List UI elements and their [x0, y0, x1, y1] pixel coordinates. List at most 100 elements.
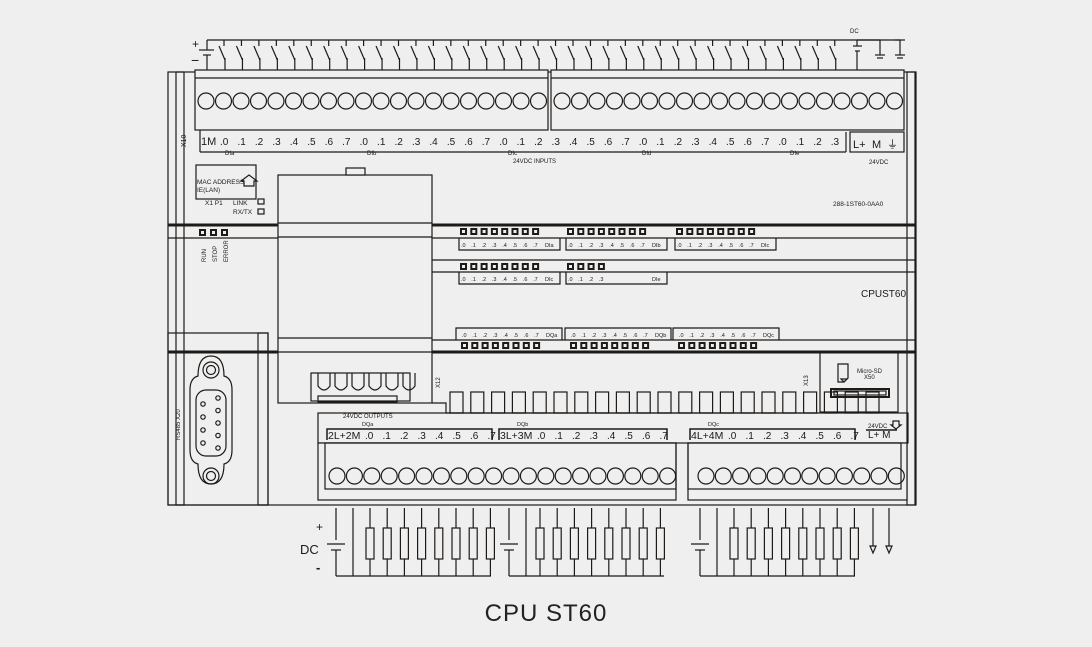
output-led	[708, 342, 716, 349]
output-led	[580, 342, 588, 349]
x12-label: X12	[436, 377, 442, 388]
output-led-label: .3	[493, 333, 498, 339]
input-channel-label: .6	[464, 137, 473, 148]
output-channel-label: .7	[488, 431, 497, 442]
terminal-screw	[354, 92, 373, 110]
terminal-screw	[372, 92, 390, 110]
switch-contact	[654, 45, 662, 61]
power-caption: 24VDC	[869, 160, 889, 166]
input-led-label: .1	[578, 243, 583, 249]
terminal-screw	[833, 92, 851, 110]
input-led-label: .5	[729, 243, 734, 249]
input-led-label: .0	[461, 243, 466, 249]
input-led-label: .7	[749, 243, 754, 249]
terminal-screw	[783, 467, 802, 485]
input-channel-label: .1	[377, 137, 386, 148]
input-led	[521, 228, 529, 235]
input-led	[460, 228, 467, 235]
terminal-screw	[537, 467, 555, 485]
input-led-label: .7	[533, 277, 538, 283]
output-led	[750, 342, 758, 349]
output-led	[611, 342, 619, 349]
output-group-label: DQa	[362, 422, 374, 428]
output-led-label: .4	[503, 333, 508, 339]
input-led-label: .2	[482, 243, 487, 249]
link-led	[257, 198, 265, 205]
input-led-label: .0	[677, 243, 682, 249]
terminal-screw	[780, 92, 799, 110]
load-resistor-icon	[535, 527, 545, 560]
db9-pin	[215, 420, 221, 426]
terminal-tooth	[491, 391, 506, 414]
input-led-label: .5	[513, 243, 518, 249]
output-led	[481, 342, 489, 349]
lan-label: IE(LAN)	[197, 187, 220, 194]
input-led-label: .6	[739, 243, 744, 249]
input-led	[501, 263, 509, 270]
switch-contact	[724, 45, 732, 61]
output-terminal-blocks: 2L+2M.0.1.2.3.4.5.6.7DQb3L+3M.0.1.2.3.4.…	[317, 422, 908, 501]
switch-contact	[584, 45, 593, 61]
input-led	[577, 228, 585, 235]
output-led	[631, 342, 639, 349]
output-led-label: .1	[689, 333, 694, 339]
terminal-screw	[337, 92, 355, 110]
input-led-label: .6	[630, 243, 635, 249]
input-led-label: .5	[620, 243, 625, 249]
terminal-screw	[658, 467, 677, 485]
input-led-label: .7	[640, 243, 645, 249]
output-channel-label: .5	[625, 431, 634, 442]
load-resistor-icon	[451, 527, 461, 560]
terminal-screw	[398, 467, 416, 485]
dc-plus: +	[316, 520, 323, 534]
input-led-label: .6	[523, 277, 528, 283]
supply-minus: −	[191, 52, 199, 68]
input-led	[490, 263, 498, 270]
output-led	[533, 342, 541, 349]
input-channel-label: .5	[726, 137, 735, 148]
teeth-baseline	[432, 402, 818, 414]
terminal-screw	[853, 467, 871, 485]
terminal-screw	[494, 92, 513, 110]
terminal-screw	[749, 467, 767, 485]
output-terminal-inner	[687, 442, 902, 490]
output-channel-label: .4	[798, 431, 807, 442]
terminal-screw	[363, 467, 381, 485]
terminal-screw	[328, 467, 346, 485]
db9-pin	[200, 440, 206, 446]
input-channel-label: .1	[517, 137, 526, 148]
output-led	[600, 342, 608, 349]
dc-minus: -	[316, 560, 320, 575]
terminal-screw	[519, 467, 538, 485]
terminal-tooth	[532, 391, 547, 414]
output-led	[621, 342, 629, 349]
output-led-label: .7	[643, 333, 648, 339]
terminal-screw	[319, 92, 338, 110]
led-label-bracket	[565, 272, 668, 285]
cover-vents	[310, 372, 411, 402]
terminal-screw	[868, 92, 886, 110]
output-channel-label: .3	[418, 431, 427, 442]
output-common-label: 2L+2M	[328, 430, 360, 442]
switch-contact	[707, 45, 715, 61]
led-label-bracket	[455, 327, 563, 340]
output-led-label: .1	[472, 333, 477, 339]
input-channel-label: .3	[831, 137, 840, 148]
switch-contact	[305, 45, 313, 61]
terminal-screw	[697, 467, 715, 485]
terminal-screw	[380, 467, 398, 485]
x13-label: X13	[804, 375, 810, 386]
status-led	[210, 229, 217, 236]
input-led	[628, 228, 636, 235]
power-m: M	[872, 139, 881, 151]
db9-pin	[200, 427, 206, 433]
rxtx-label: RX/TX	[233, 209, 253, 216]
load-resistor-icon	[365, 527, 375, 560]
output-led-label: .2	[700, 333, 705, 339]
arrow-down-icon	[889, 420, 903, 430]
load-resistor-icon	[382, 527, 392, 560]
input-channel-label: .0	[778, 137, 787, 148]
terminal-screw	[432, 467, 450, 485]
